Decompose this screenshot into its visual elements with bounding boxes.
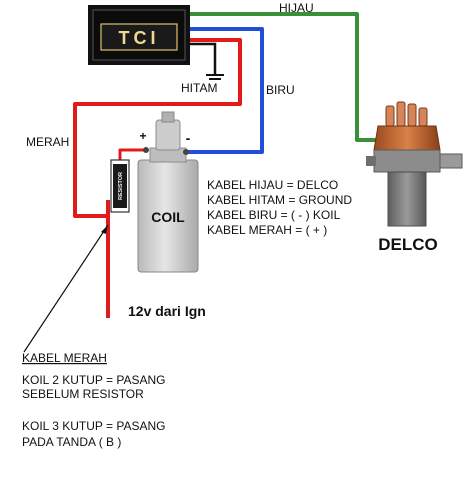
installation-note: KABEL MERAH KOIL 2 KUTUP = PASANG SEBELU…	[22, 351, 166, 449]
legend-blue: KABEL BIRU = ( - ) KOIL	[207, 208, 341, 222]
label-biru: BIRU	[266, 83, 295, 97]
black-ground-wire	[190, 42, 217, 74]
note-line-2: SEBELUM RESISTOR	[22, 387, 144, 401]
ground-icon	[206, 74, 224, 80]
note-line-1: KOIL 2 KUTUP = PASANG	[22, 373, 166, 387]
wire-legend: KABEL HIJAU = DELCO KABEL HITAM = GROUND…	[207, 178, 352, 237]
ignition-feed-label: 12v dari Ign	[128, 303, 206, 319]
ballast-resistor: RESISTOR	[110, 159, 130, 213]
label-hijau: HIJAU	[279, 1, 314, 15]
pointer-arrowhead	[101, 225, 108, 234]
label-merah: MERAH	[26, 135, 69, 149]
coil-minus-mark: -	[186, 130, 191, 146]
coil-plus-mark: +	[139, 129, 146, 143]
red-wire-resistor-link	[118, 148, 146, 160]
red-wire	[73, 38, 242, 218]
note-line-4: PADA TANDA ( B )	[22, 435, 121, 449]
tci-module: TCI	[88, 5, 190, 65]
note-title: KABEL MERAH	[22, 351, 107, 365]
pointer-line	[23, 224, 109, 353]
ignition-coil: COIL + -	[137, 111, 199, 273]
delco-distributor: DELCO	[366, 101, 463, 254]
coil-positive-terminal	[143, 147, 149, 153]
legend-black: KABEL HITAM = GROUND	[207, 193, 352, 207]
coil-negative-terminal	[183, 149, 189, 155]
label-hitam: HITAM	[181, 81, 217, 95]
delco-label: DELCO	[378, 235, 438, 254]
coil-label: COIL	[151, 209, 185, 225]
blue-wire	[186, 27, 264, 154]
tci-label: TCI	[119, 28, 160, 48]
legend-red: KABEL MERAH = ( + )	[207, 223, 327, 237]
legend-green: KABEL HIJAU = DELCO	[207, 178, 338, 192]
green-wire	[190, 12, 385, 142]
resistor-label: RESISTOR	[118, 172, 124, 200]
note-line-3: KOIL 3 KUTUP = PASANG	[22, 419, 166, 433]
